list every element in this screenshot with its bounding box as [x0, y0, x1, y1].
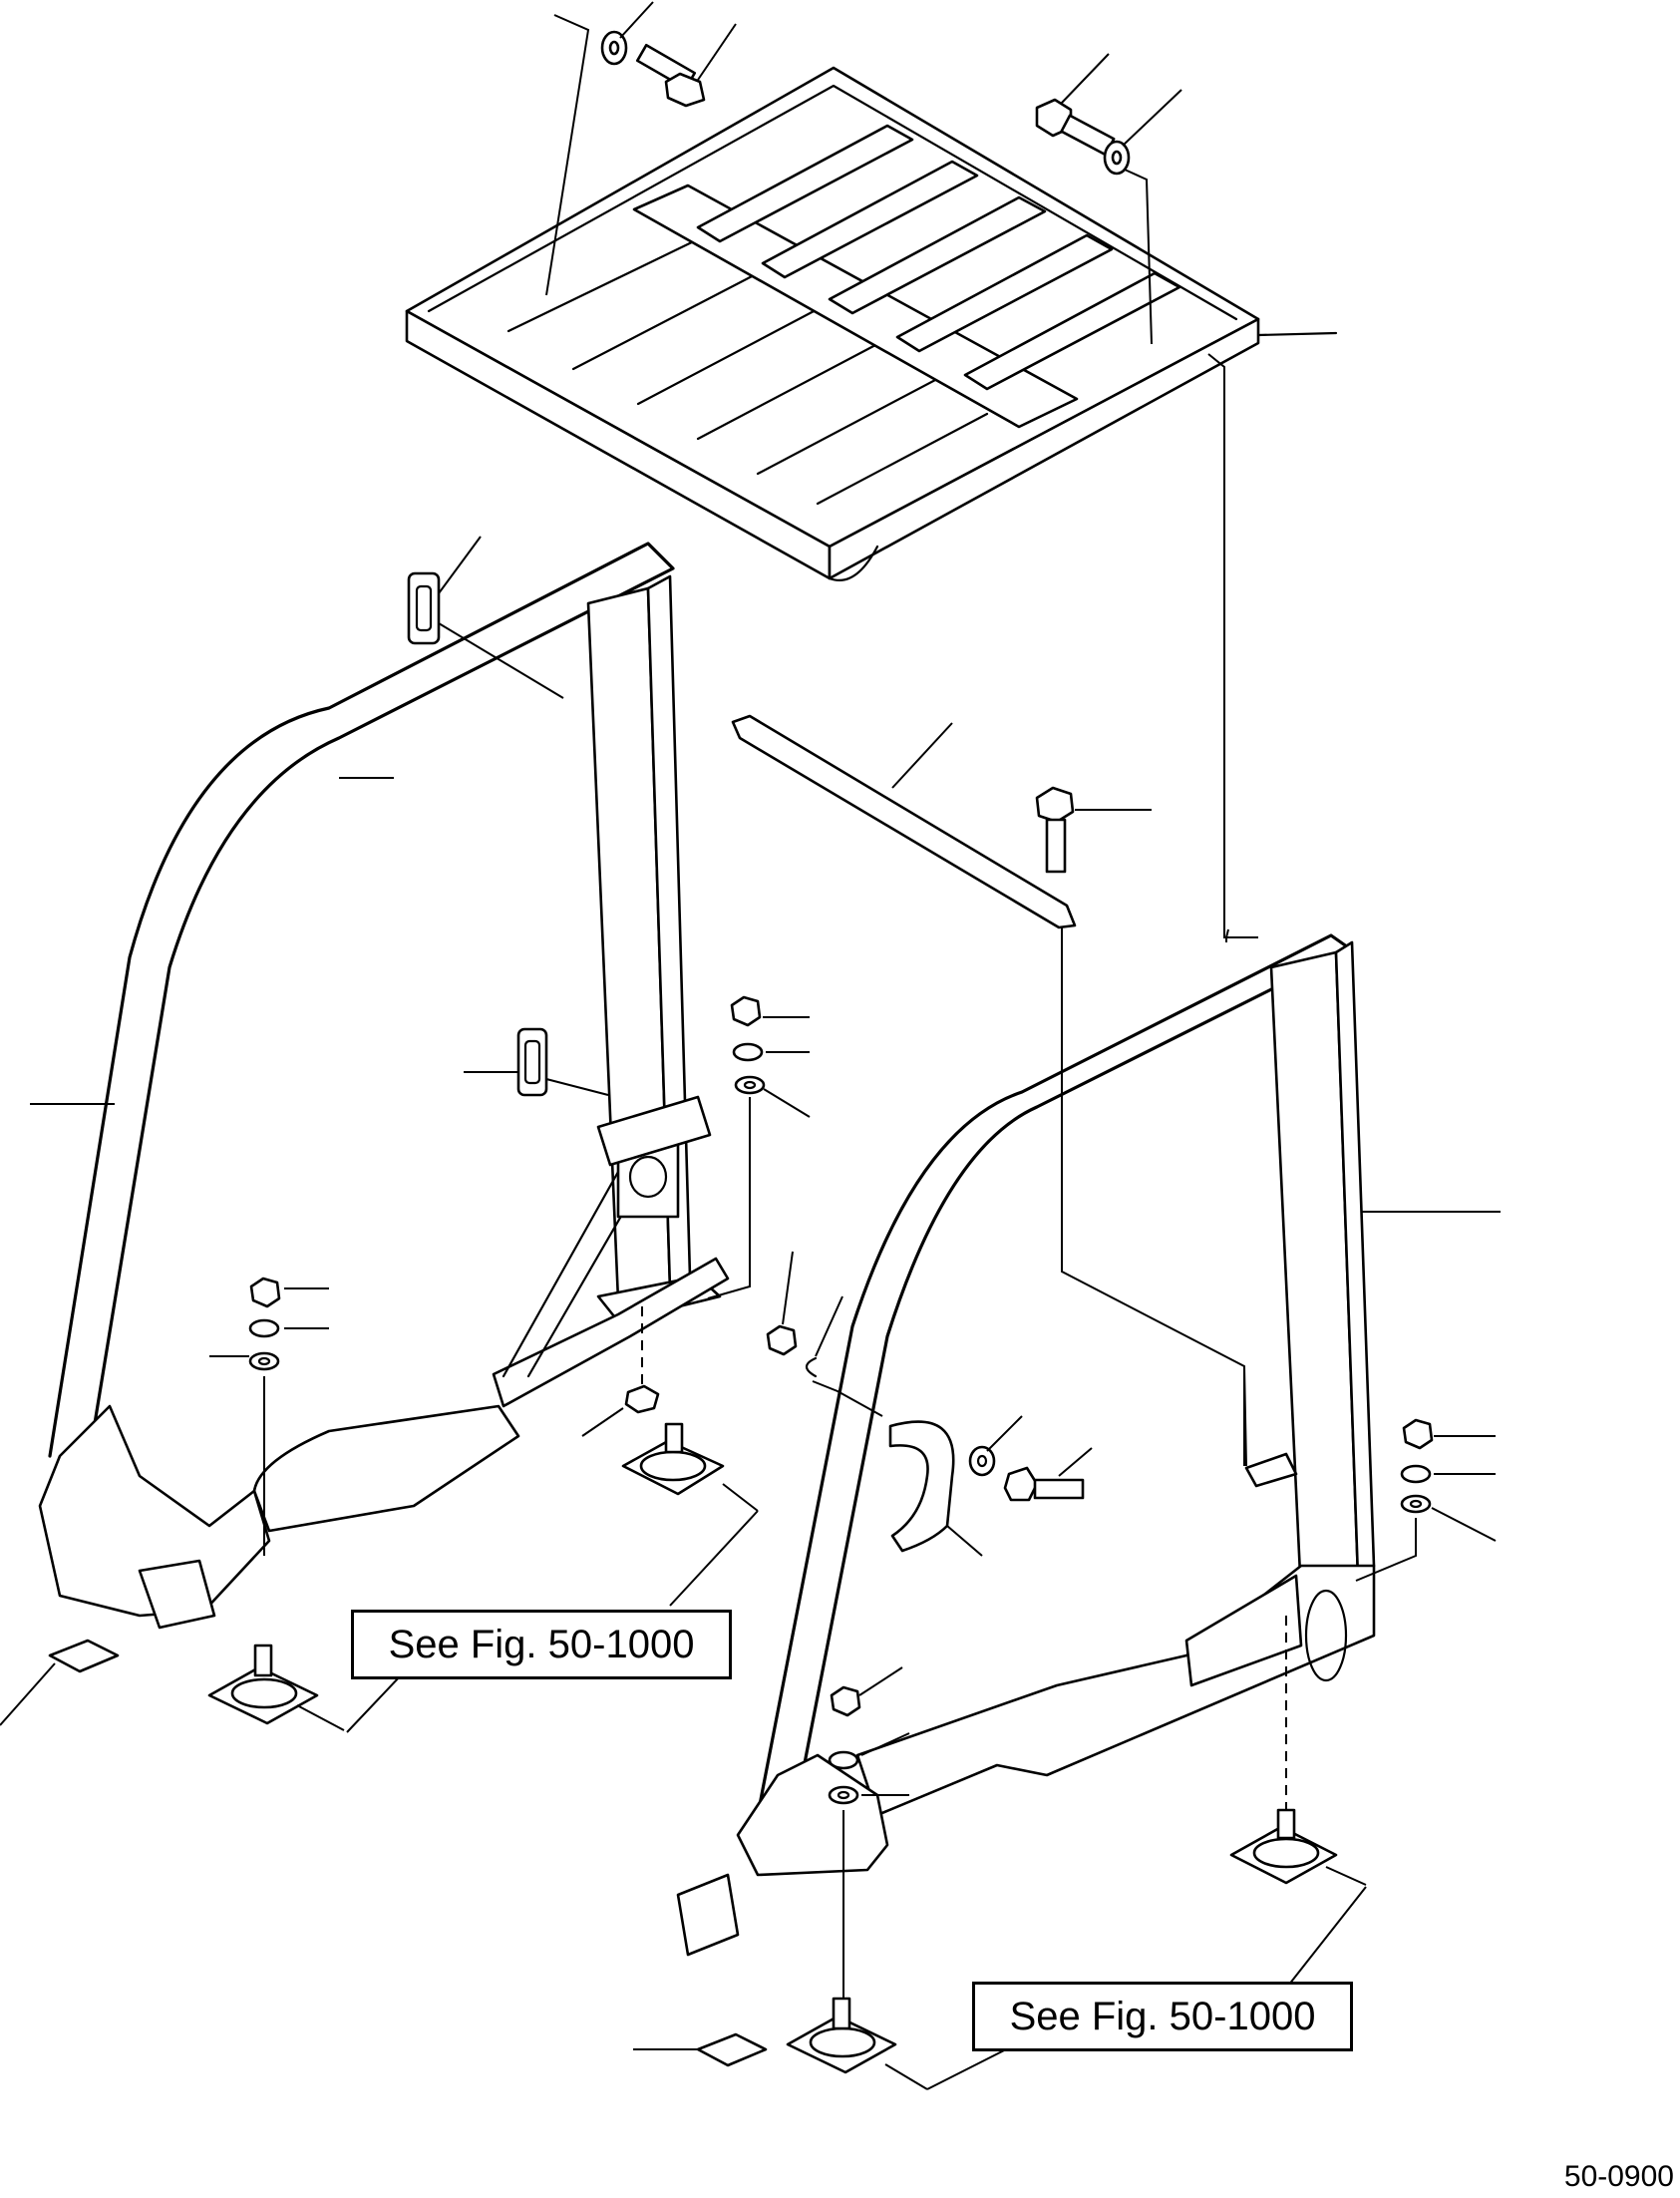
left-frame [30, 542, 730, 1630]
mount-isolator [207, 1644, 345, 1731]
see-figure-reference-right[interactable]: See Fig. 50-1000 [972, 1982, 1353, 2051]
hex-bolt [635, 23, 737, 108]
flat-washer [1400, 1494, 1497, 1542]
figure-number: 50-0900 [1563, 2160, 1674, 2193]
hex-bolt [1035, 53, 1116, 157]
right-frame [676, 933, 1501, 1957]
lock-washer [828, 1732, 910, 1770]
canopy-top-panel [405, 66, 1338, 581]
hex-nut [830, 1666, 903, 1717]
grab-handle [407, 536, 564, 699]
mount-isolator [621, 1422, 759, 1512]
flat-washer [968, 1415, 1023, 1477]
hex-nut [1402, 1418, 1496, 1450]
hex-nut [766, 1251, 798, 1356]
flat-washer [828, 1785, 909, 1805]
plate [633, 2032, 768, 2067]
flat-washer [734, 1075, 811, 1118]
plate [0, 1639, 120, 1726]
lock-washer [732, 1042, 810, 1062]
hex-nut [249, 1277, 329, 1308]
see-figure-reference-left[interactable]: See Fig. 50-1000 [351, 1610, 732, 1679]
hex-bolt [1003, 1447, 1093, 1502]
lock-washer [248, 1318, 329, 1338]
hex-nut [730, 995, 810, 1027]
mount-isolator [786, 1997, 928, 2090]
flat-washer [209, 1351, 280, 1371]
flat-washer [1103, 89, 1182, 176]
mount-isolator [1229, 1808, 1367, 1886]
lock-washer [1400, 1464, 1496, 1484]
bolt-small [581, 1306, 660, 1437]
grab-handle [888, 1420, 983, 1557]
lock-washer [805, 1295, 843, 1378]
grab-handle [464, 1027, 609, 1097]
hex-bolt [1035, 786, 1152, 874]
flat-washer [600, 1, 654, 66]
cross-brace-bar [731, 714, 1077, 929]
